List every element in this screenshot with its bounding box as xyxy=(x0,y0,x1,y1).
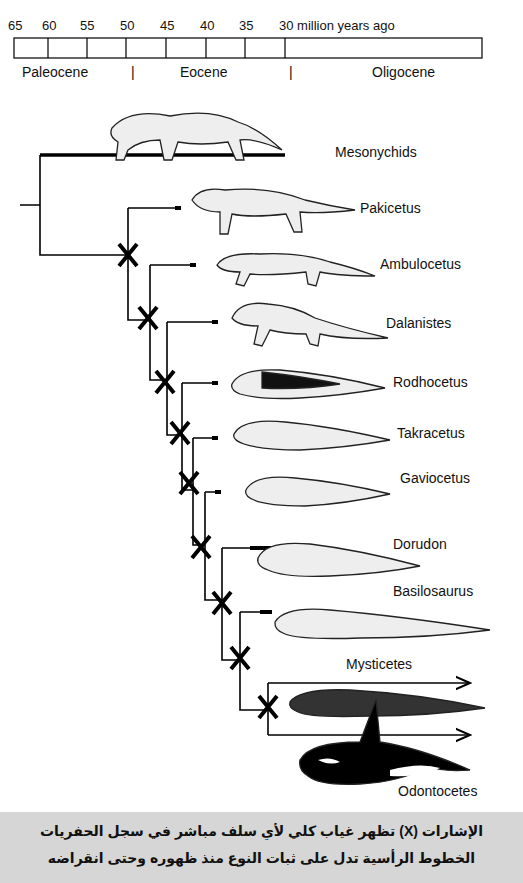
period-label: | xyxy=(131,64,135,80)
taxon-label: Rodhocetus xyxy=(393,374,468,390)
taxon-label: Mesonychids xyxy=(335,144,417,160)
time-number: 35 xyxy=(239,18,253,34)
taxon-label: Mysticetes xyxy=(346,656,412,672)
taxon-label: Ambulocetus xyxy=(380,256,461,272)
caption: الإشارات (X) تظهر غياب كلي لأي سلف مباشر… xyxy=(10,818,513,872)
period-label: Oligocene xyxy=(372,64,435,80)
time-number: 60 xyxy=(42,18,56,34)
taxon-label: Basilosaurus xyxy=(393,583,473,599)
period-label: Eocene xyxy=(180,64,227,80)
taxon-label: Dorudon xyxy=(393,536,447,552)
tree-lines xyxy=(20,155,470,735)
period-label: | xyxy=(289,64,293,80)
time-number: 40 xyxy=(200,18,214,34)
taxon-label: Takracetus xyxy=(397,425,465,441)
timeline-bar xyxy=(14,38,482,58)
time-number: 50 xyxy=(120,18,134,34)
animal-drawings xyxy=(111,113,490,784)
taxon-label: Dalanistes xyxy=(386,315,451,331)
taxon-label: Gaviocetus xyxy=(400,470,470,486)
taxon-label: Odontocetes xyxy=(398,783,477,799)
time-number: 45 xyxy=(160,18,174,34)
taxon-label: Pakicetus xyxy=(360,200,421,216)
caption-band xyxy=(0,812,523,883)
period-label: Paleocene xyxy=(22,64,88,80)
time-number: 65 xyxy=(8,18,22,34)
time-number: 30 million years ago xyxy=(279,18,395,34)
time-number: 55 xyxy=(80,18,94,34)
